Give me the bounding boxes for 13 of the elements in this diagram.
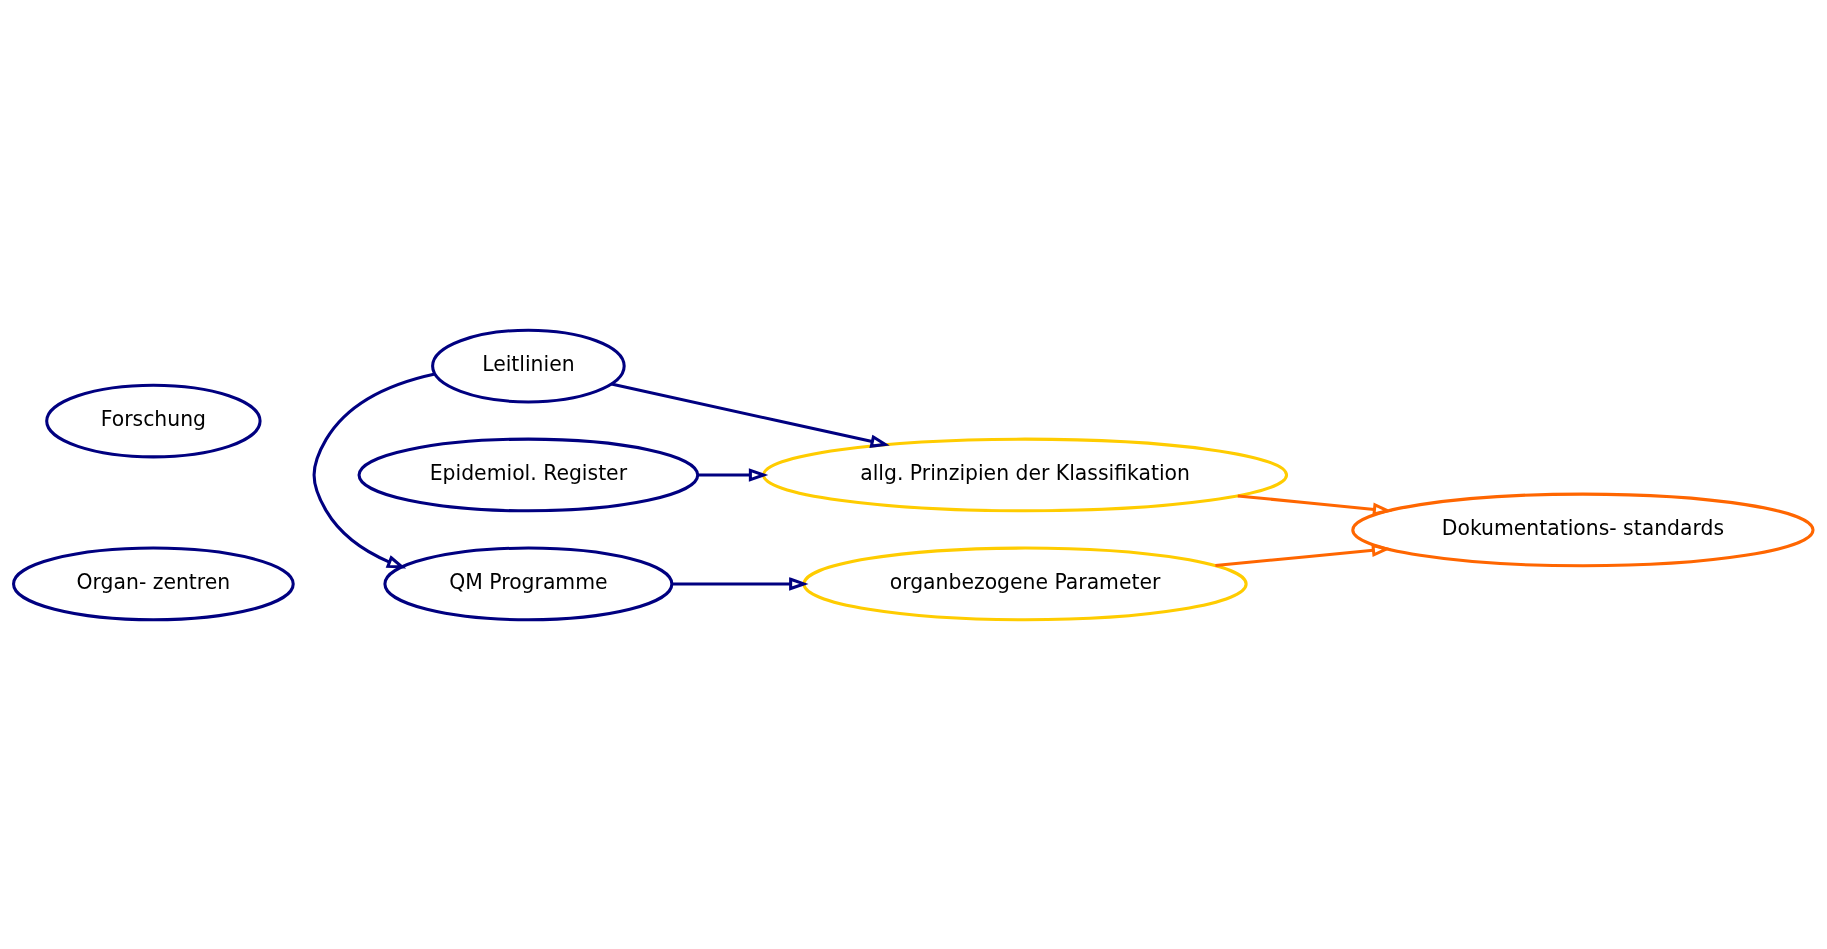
arrow xyxy=(1215,543,1392,567)
node-ellipse: Dokumentations- standards xyxy=(1351,492,1815,567)
arrow xyxy=(671,576,809,591)
node-ellipse: Leitlinien xyxy=(431,328,626,403)
node-ellipse: Organ- zentren xyxy=(12,546,295,621)
node-ellipse: allg. Prinzipien der Klassifikation xyxy=(762,437,1289,512)
arrow xyxy=(1237,493,1393,516)
arrow xyxy=(312,371,436,569)
node-ellipse: Forschung xyxy=(45,383,262,458)
arrow xyxy=(611,382,890,448)
node-ellipse: Epidemiol. Register xyxy=(357,437,700,512)
node-ellipse: organbezogene Parameter xyxy=(802,546,1248,621)
arrow xyxy=(697,467,769,482)
